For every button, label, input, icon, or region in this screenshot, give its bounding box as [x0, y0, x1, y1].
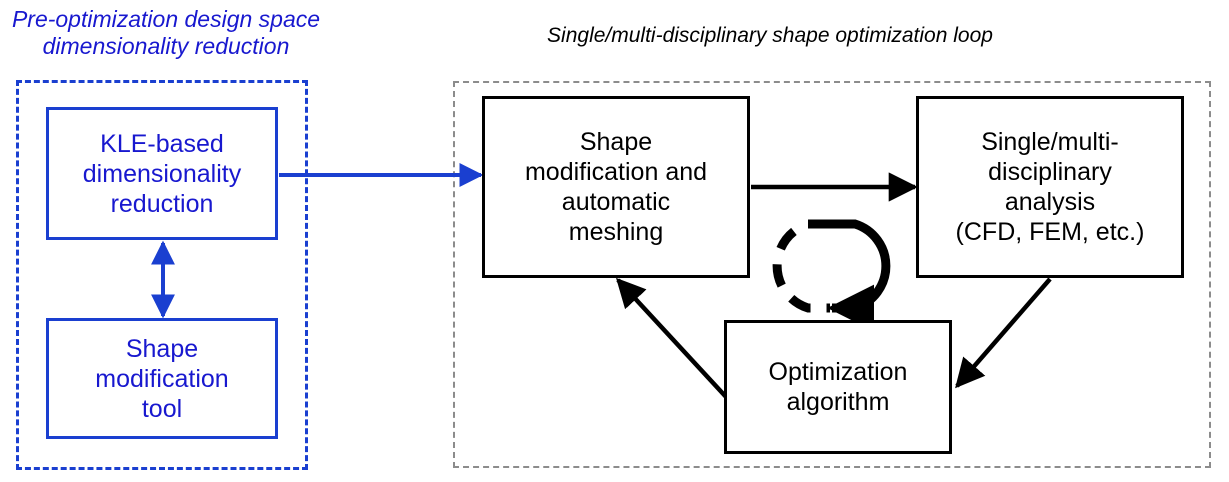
node-shape-modification-and-meshing[interactable]: Shape modification and automatic meshing [482, 96, 750, 278]
pre-optimization-group-boundary [16, 80, 308, 470]
node-optimization-algorithm[interactable]: Optimization algorithm [724, 320, 952, 454]
node-shape-modification-tool[interactable]: Shape modification tool [46, 318, 278, 439]
node-kle-dimensionality-reduction[interactable]: KLE-based dimensionality reduction [46, 107, 278, 240]
left-group-caption: Pre-optimization design space dimensiona… [11, 6, 321, 60]
optimization-loop-caption: Single/multi-disciplinary shape optimiza… [547, 24, 993, 47]
optimization-loop-group-boundary [453, 81, 1211, 468]
node-single-multi-disciplinary-analysis[interactable]: Single/multi- disciplinary analysis (CFD… [916, 96, 1184, 278]
